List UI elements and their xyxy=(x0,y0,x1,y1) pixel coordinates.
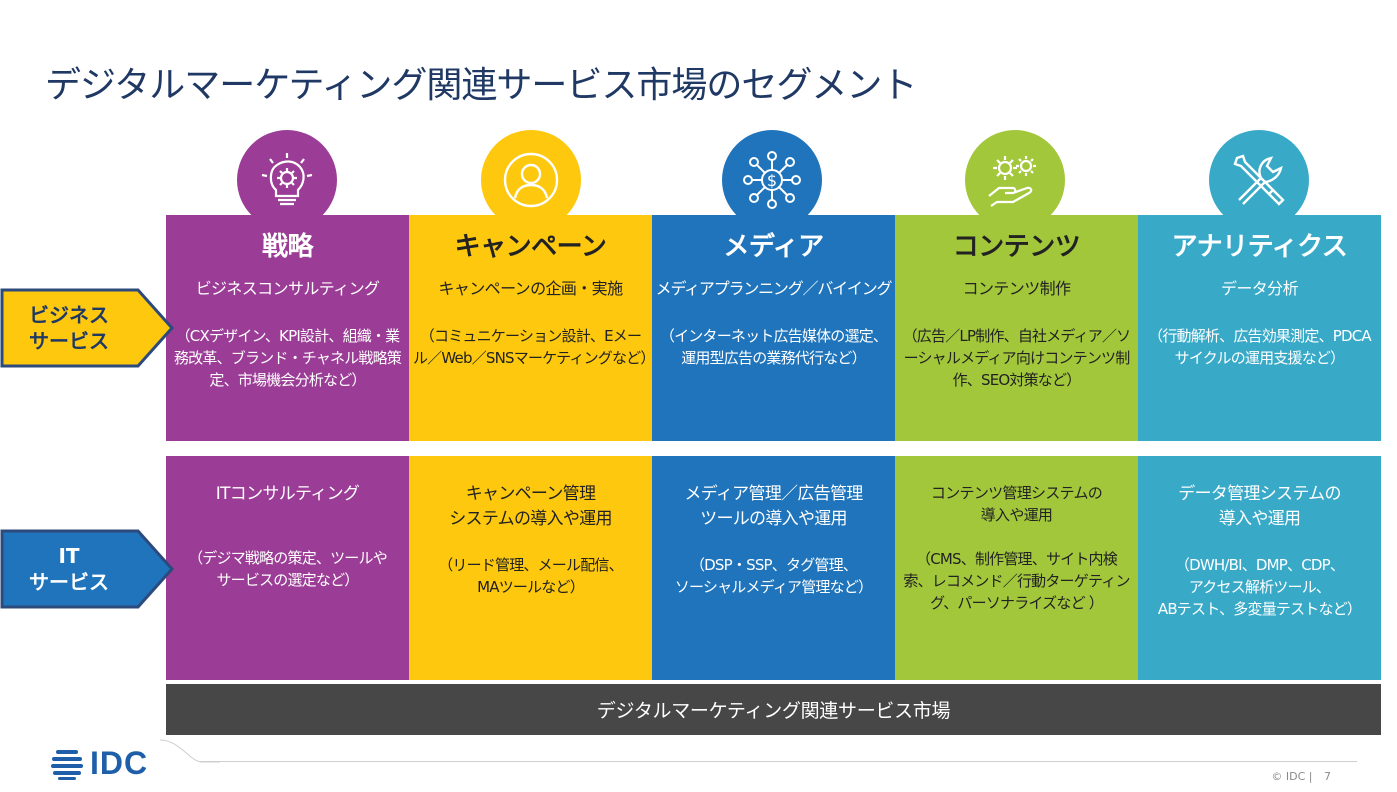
business-service-label: ビジネス サービス xyxy=(0,288,174,368)
it-service-name: キャンペーン管理 システムの導入や運用 xyxy=(449,484,612,529)
column-title: 戦略 xyxy=(261,232,314,262)
media-icon-circle: $ xyxy=(722,130,822,230)
column-title: アナリティクス xyxy=(1171,232,1348,262)
idc-logo: IDC xyxy=(50,745,148,782)
footer-divider-curve xyxy=(160,739,220,763)
it-service-name: コンテンツ管理システムの 導入や運用 xyxy=(930,484,1103,524)
business-col-content: コンテンツ コンテンツ制作 （広告／LP制作、自社メディア／ソーシャルメディア向… xyxy=(895,215,1138,441)
business-col-analytics: アナリティクス データ分析 （行動解析、広告効果測定、PDCAサイクルの運用支援… xyxy=(1138,215,1381,441)
it-service-name: メディア管理／広告管理 ツールの導入や運用 xyxy=(684,484,863,529)
column-title: コンテンツ xyxy=(952,232,1081,262)
business-service-name: データ分析 xyxy=(1220,279,1299,298)
strategy-icon-circle xyxy=(237,130,337,230)
arrow-shape xyxy=(0,288,174,368)
it-service-detail: （リード管理、メール配信、 MAツールなど） xyxy=(438,556,623,596)
it-service-detail: （デジマ戦略の策定、ツールや サービスの選定など） xyxy=(188,549,388,589)
market-bar: デジタルマーケティング関連サービス市場 xyxy=(166,684,1381,735)
it-service-detail: （CMS、制作管理、サイト内検 索、レコメンド／行動ターゲティン グ、パーソナラ… xyxy=(903,550,1130,612)
business-service-detail: （インターネット広告媒体の選定、運用型広告の業務代行など） xyxy=(659,327,888,367)
campaign-icon-circle xyxy=(481,130,581,230)
column-title: キャンペーン xyxy=(454,232,607,262)
it-col-analytics: データ管理システムの 導入や運用 （DWH/BI、DMP、CDP、 アクセス解析… xyxy=(1138,456,1381,680)
business-service-name: メディアプランニング／バイイング xyxy=(655,279,893,298)
idc-globe-icon xyxy=(51,749,83,780)
analytics-icon-circle xyxy=(1209,130,1309,230)
it-service-label-text: IT サービス xyxy=(29,544,109,594)
gears-hand-icon xyxy=(988,156,1036,207)
business-service-detail: （コミュニケーション設計、Eメール／Web／SNSマーケティングなど） xyxy=(413,327,652,367)
business-col-media: メディア メディアプランニング／バイイング （インターネット広告媒体の選定、運用… xyxy=(652,215,895,441)
business-service-name: キャンペーンの企画・実施 xyxy=(438,279,623,298)
business-service-detail: （CXデザイン、KPI設計、組織・業務改革、ブランド・チャネル戦略策定、市場機会… xyxy=(173,327,402,389)
business-service-label-text: ビジネス サービス xyxy=(29,303,109,353)
it-col-strategy: ITコンサルティング （デジマ戦略の策定、ツールや サービスの選定など） xyxy=(166,456,409,680)
it-service-name: ITコンサルティング xyxy=(215,484,360,504)
arrow-shape xyxy=(0,529,174,609)
content-icon-circle xyxy=(965,130,1065,230)
idc-logo-text: IDC xyxy=(90,745,149,781)
it-col-media: メディア管理／広告管理 ツールの導入や運用 （DSP・SSP、タグ管理、 ソーシ… xyxy=(652,456,895,680)
person-icon xyxy=(503,152,559,208)
copyright-text: © IDC | xyxy=(1271,770,1313,783)
it-service-label: IT サービス xyxy=(0,529,174,609)
business-col-strategy: 戦略 ビジネスコンサルティング （CXデザイン、KPI設計、組織・業務改革、ブラ… xyxy=(166,215,409,441)
business-service-detail: （行動解析、広告効果測定、PDCAサイクルの運用支援など） xyxy=(1148,327,1372,367)
it-col-content: コンテンツ管理システムの 導入や運用 （CMS、制作管理、サイト内検 索、レコメ… xyxy=(895,456,1138,680)
column-title: メディア xyxy=(723,232,824,262)
wrench-screwdriver-icon xyxy=(1233,154,1285,206)
footer-divider xyxy=(200,761,1357,762)
svg-text:$: $ xyxy=(767,171,777,190)
lightbulb-gear-icon xyxy=(261,153,313,206)
business-service-name: ビジネスコンサルティング xyxy=(195,279,380,298)
business-service-name: コンテンツ制作 xyxy=(962,279,1071,298)
network-dollar-icon: $ xyxy=(743,151,801,209)
copyright: © IDC | 7 xyxy=(1271,770,1331,783)
it-service-name: データ管理システムの 導入や運用 xyxy=(1178,484,1341,529)
page-number: 7 xyxy=(1324,770,1331,783)
page-title: デジタルマーケティング関連サービス市場のセグメント xyxy=(45,65,917,106)
it-service-detail: （DWH/BI、DMP、CDP、 アクセス解析ツール、 ABテスト、多変量テスト… xyxy=(1157,556,1362,618)
it-col-campaign: キャンペーン管理 システムの導入や運用 （リード管理、メール配信、 MAツールな… xyxy=(409,456,652,680)
business-col-campaign: キャンペーン キャンペーンの企画・実施 （コミュニケーション設計、Eメール／We… xyxy=(409,215,652,441)
it-service-detail: （DSP・SSP、タグ管理、 ソーシャルメディア管理など） xyxy=(674,556,873,596)
business-service-detail: （広告／LP制作、自社メディア／ソーシャルメディア向けコンテンツ制作、SEO対策… xyxy=(902,327,1132,389)
